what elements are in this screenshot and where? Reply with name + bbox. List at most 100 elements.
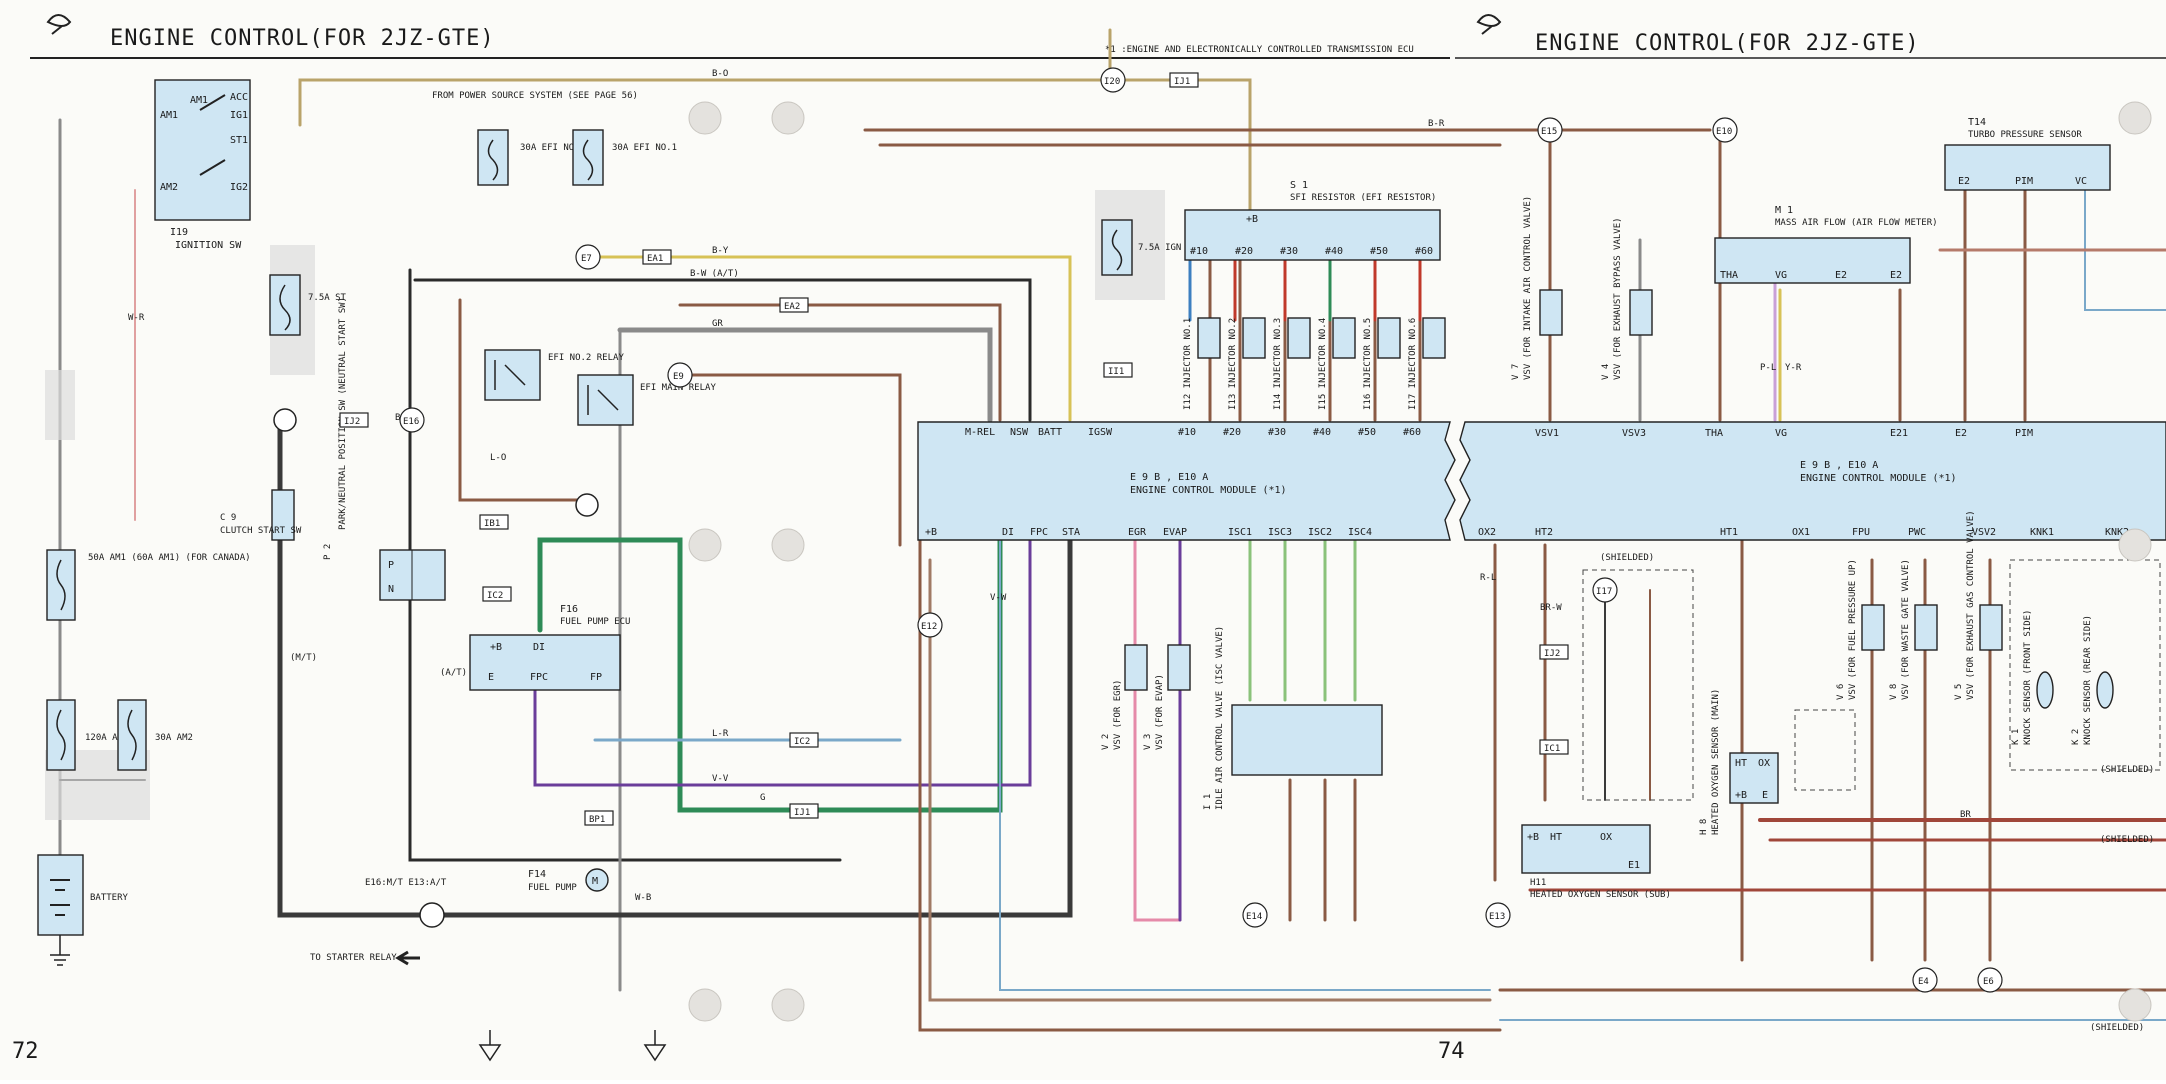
connector-ic2: IC2 <box>482 586 512 602</box>
ecm-left-pin-di: DI <box>1002 527 1014 538</box>
starter-label: TO STARTER RELAY <box>310 953 397 963</box>
vsv-waste-id: V 8 <box>1889 684 1899 700</box>
ecm-left-pin-sta: STA <box>1062 527 1080 538</box>
wire-label-lr: L-R <box>712 729 729 739</box>
vsv-evap-id: V 3 <box>1143 734 1153 750</box>
wire-label-br: B-R <box>1428 119 1445 129</box>
ecm-left-pin-evap: EVAP <box>1163 527 1187 538</box>
ecm-right-pin-fpu: FPU <box>1852 527 1870 538</box>
resistor-pin-50: #50 <box>1370 246 1388 257</box>
iac-valve: IDLE AIR CONTROL VALVE (ISC VALVE) I 1 <box>1203 626 1383 810</box>
connector-ea2: EA2 <box>779 297 809 313</box>
turbo-id: T14 <box>1968 117 1986 128</box>
vsv-intake-exhaust: VSV (FOR INTAKE AIR CONTROL VALVE) V 7 V… <box>1511 196 1653 380</box>
svg-text:I20: I20 <box>1104 77 1120 87</box>
o2main-pin-b: +B <box>1735 790 1747 801</box>
connector-ij1-top: IJ1 <box>1169 72 1199 88</box>
iac-label: IDLE AIR CONTROL VALVE (ISC VALVE) <box>1215 626 1225 810</box>
fpecu-pin-di: DI <box>533 642 545 653</box>
svg-text:IJ1: IJ1 <box>1174 77 1190 87</box>
ecm-left-pin-igsw: IGSW <box>1088 427 1113 438</box>
sfi-resistor: S 1 SFI RESISTOR (EFI RESISTOR) +B #10 #… <box>1184 180 1441 261</box>
left-page-title: ENGINE CONTROL(FOR 2JZ-GTE) <box>110 26 495 51</box>
o2main-pin-ox: OX <box>1758 758 1770 769</box>
ecm-left-pin-20: #20 <box>1223 427 1241 438</box>
right-page-number: 74 <box>1438 1039 1465 1064</box>
clutch-name: CLUTCH START SW <box>220 526 302 536</box>
fuse-alt: 120A ALT <box>46 699 129 771</box>
o2sub-pin-ox: OX <box>1600 832 1612 843</box>
ground-icon-2 <box>643 1030 667 1062</box>
ecm-right-pin-vsv3: VSV3 <box>1622 428 1646 439</box>
injectors: I12 INJECTOR NO.1 I13 INJECTOR NO.2 I14 … <box>1183 317 1446 410</box>
svg-text:E13: E13 <box>1489 912 1505 922</box>
svg-text:E14: E14 <box>1246 912 1262 922</box>
ignition-pin-am1: AM1 <box>160 110 178 121</box>
ecm-right-pin-e21: E21 <box>1890 428 1908 439</box>
o2main-id: H 8 <box>1699 819 1709 835</box>
ecm-right-pin-knk2: KNK2 <box>2105 527 2129 538</box>
connector-ij2: IJ2 <box>339 412 369 428</box>
vsv-evap-label: VSV (FOR EVAP) <box>1155 674 1165 750</box>
resistor-pin-40: #40 <box>1325 246 1343 257</box>
svg-text:AM1: AM1 <box>190 95 208 106</box>
header-emblem-icon-right <box>1476 14 1502 35</box>
injector-4-label: I15 INJECTOR NO.4 <box>1318 318 1328 410</box>
connector-ij2-right: IJ2 <box>1539 644 1569 660</box>
svg-text:IC1: IC1 <box>1544 744 1560 754</box>
resistor-pin-60: #60 <box>1415 246 1433 257</box>
ignition-pin-ig2: IG2 <box>230 182 248 193</box>
right-page-title: ENGINE CONTROL(FOR 2JZ-GTE) <box>1535 31 1920 56</box>
efi2-relay-label: EFI NO.2 RELAY <box>548 353 624 363</box>
wire-label-brown: BR <box>1960 810 1971 820</box>
shielded-label-1: (SHIELDED) <box>2100 765 2154 775</box>
connector-i17: I17 <box>1592 577 1618 603</box>
ecm-right-pin-e2: E2 <box>1955 428 1967 439</box>
connector-e15: E15 <box>1537 117 1563 143</box>
pnp-switch: P N PARK/NEUTRAL POSITION SW (NEUTRAL ST… <box>323 297 446 601</box>
right-header: ENGINE CONTROL(FOR 2JZ-GTE) <box>1455 14 2166 59</box>
vsv-intake-label: VSV (FOR INTAKE AIR CONTROL VALVE) <box>1523 196 1533 380</box>
knock-sensors: KNOCK SENSOR (FRONT SIDE) K 1 KNOCK SENS… <box>1600 553 2154 1033</box>
st-fuse: 7.5A ST <box>269 274 347 336</box>
ecm-left-pin-fpc: FPC <box>1030 527 1048 538</box>
ecm-left-pin-40: #40 <box>1313 427 1331 438</box>
resistor-pin-10: #10 <box>1190 246 1208 257</box>
o2sub-name: HEATED OXYGEN SENSOR (SUB) <box>1530 890 1671 900</box>
vsv-waste-label: VSV (FOR WASTE GATE VALVE) <box>1901 559 1911 700</box>
connector-ii1: II1 <box>1103 362 1133 378</box>
fuse-efi2-label: 30A EFI NO.2 <box>520 143 585 153</box>
pnp-pin-p: P <box>388 560 394 571</box>
ecm-left-pin-egr: EGR <box>1128 527 1147 538</box>
fuel-pump-name: FUEL PUMP <box>528 883 577 893</box>
maf-pin-tha: THA <box>1720 270 1738 281</box>
svg-text:E16: E16 <box>403 417 419 427</box>
connector-e7: E7 <box>575 244 601 270</box>
turbo-pin-vc: VC <box>2075 176 2087 187</box>
ignition-pin-am2: AM2 <box>160 182 178 193</box>
fpecu-pin-fpc: FPC <box>530 672 548 683</box>
fuel-pump-ecu: +B DI E FPC FP F16 FUEL PUMP ECU <box>469 604 630 691</box>
resistor-pin-30: #30 <box>1280 246 1298 257</box>
vsv-exhaust-label: VSV (FOR EXHAUST BYPASS VALVE) <box>1613 217 1623 380</box>
left-page-number: 72 <box>12 1039 39 1064</box>
vsv-egr-evap: VSV (FOR EGR) V 2 VSV (FOR EVAP) V 3 <box>1101 644 1191 750</box>
svg-text:IJ1: IJ1 <box>794 808 810 818</box>
maf-id: M 1 <box>1775 205 1793 216</box>
efi2-relay: EFI NO.2 RELAY <box>484 349 624 401</box>
shield-dashes <box>1582 559 2161 801</box>
injector-5-label: I16 INJECTOR NO.5 <box>1363 318 1373 410</box>
ecm-right-ids: E 9 B , E10 A <box>1800 460 1878 471</box>
clutch-id: C 9 <box>220 513 236 523</box>
o2sub-pin-b: +B <box>1527 832 1539 843</box>
resistor-pin-b: +B <box>1246 214 1258 225</box>
ground-icon-1 <box>478 1030 502 1062</box>
st-fuse-label: 7.5A ST <box>308 293 347 303</box>
svg-text:E12: E12 <box>921 622 937 632</box>
connector-e4: E4 <box>1912 967 1938 993</box>
o2sub-pin-e1: E1 <box>1628 860 1640 871</box>
svg-text:IC2: IC2 <box>794 737 810 747</box>
ecm-left-pin-isc3: ISC3 <box>1268 527 1292 538</box>
battery: BATTERY <box>37 854 129 966</box>
pnp-id: P 2 <box>323 544 333 560</box>
